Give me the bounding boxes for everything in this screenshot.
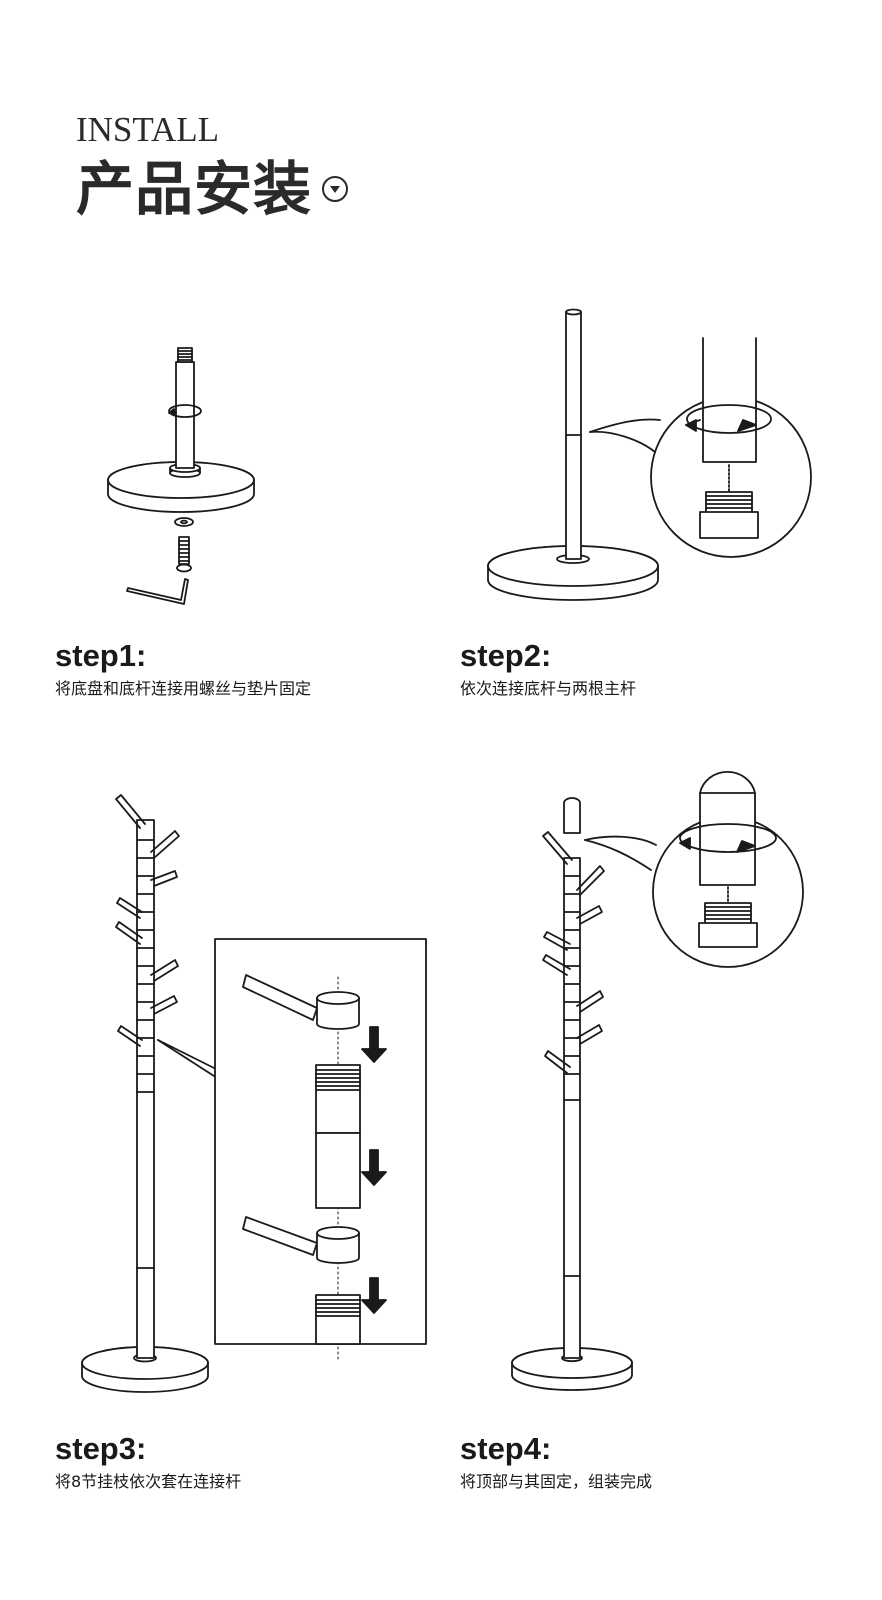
step2-caption: step2: 依次连接底杆与两根主杆 [460, 639, 636, 699]
step4-description: 将顶部与其固定，组装完成 [460, 1472, 653, 1491]
page-header: INSTALL 产品安装 [76, 110, 349, 224]
step4-illustration [511, 770, 804, 1391]
step3-illustration [81, 794, 427, 1393]
step1-description: 将底盘和底杆连接用螺丝与垫片固定 [55, 679, 312, 698]
step4-label: step4: [460, 1431, 552, 1466]
step2-label: step2: [460, 638, 552, 673]
step1-caption: step1: 将底盘和底杆连接用螺丝与垫片固定 [55, 639, 311, 699]
step3-description: 将8节挂枝依次套在连接杆 [55, 1472, 242, 1491]
chevron-down-circle-icon [322, 176, 349, 202]
step3-caption: step3: 将8节挂枝依次套在连接杆 [55, 1432, 241, 1492]
title-row: 产品安装 [76, 154, 349, 224]
step1-label: step1: [55, 638, 147, 673]
step4-caption: step4: 将顶部与其固定，组装完成 [460, 1432, 652, 1492]
step1-illustration [107, 347, 255, 605]
step2-description: 依次连接底杆与两根主杆 [460, 679, 637, 698]
step2-illustration [487, 308, 812, 601]
title-chinese: 产品安装 [76, 155, 313, 223]
title-english: INSTALL [76, 110, 220, 149]
step3-label: step3: [55, 1431, 147, 1466]
